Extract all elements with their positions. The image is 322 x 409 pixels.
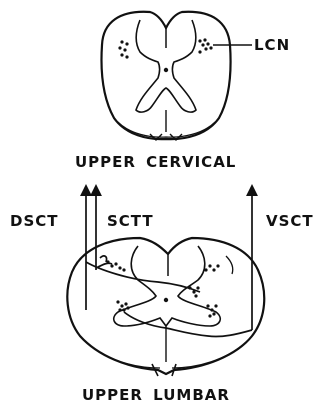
dsct-label: DSCT (10, 214, 59, 229)
sctt-label: SCTT (107, 214, 154, 229)
lcn-label: LCN (254, 38, 290, 53)
lumbar-gray-matter (114, 246, 221, 326)
upper-cervical-label: UPPER CERVICAL (75, 155, 236, 170)
cervical-lcn-right-dots (198, 38, 212, 53)
vsct-label: VSCT (266, 214, 314, 229)
upper-cervical-section (102, 12, 253, 140)
lumbar-left-dorsal-dots (106, 260, 125, 271)
cervical-lcn-left-dots (118, 40, 128, 58)
lumbar-left-ventral-dots (116, 300, 129, 311)
lumbar-right-dorsal-dots (204, 264, 219, 271)
upper-lumbar-label: UPPER LUMBAR (82, 388, 230, 403)
upper-lumbar-section (67, 238, 264, 376)
lumbar-right-ventral-dots (206, 304, 217, 317)
